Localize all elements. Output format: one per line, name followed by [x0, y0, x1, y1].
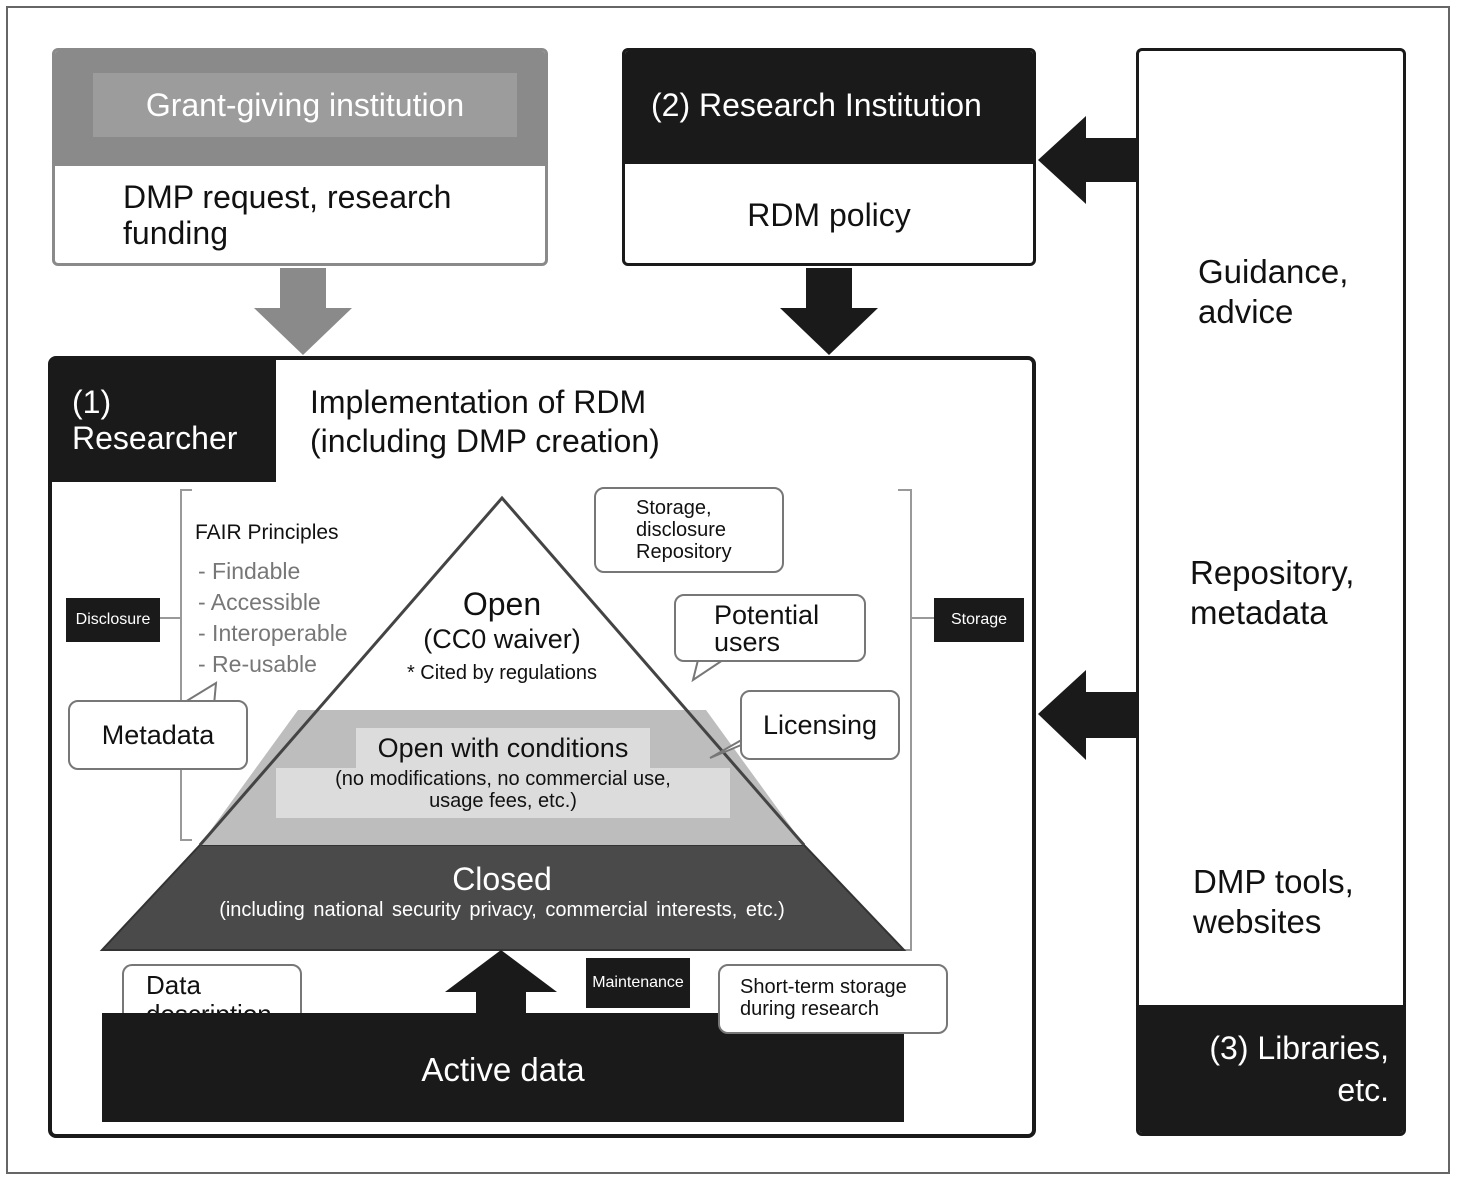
licensing-callout: Licensing: [740, 690, 900, 760]
libraries-title: (3) Libraries, etc.: [1209, 1030, 1389, 1108]
institution-box: (2) Research Institution RDM policy: [622, 48, 1036, 266]
potential-users-callout: Potential users: [674, 594, 866, 662]
institution-body: RDM policy: [747, 197, 911, 233]
monitor-icon: [1204, 724, 1336, 844]
metadata-label: Metadata: [101, 720, 215, 750]
short-term-label: Short-term storage during research: [740, 976, 907, 1020]
conditions-title: Open with conditions: [377, 733, 629, 763]
fair-item-findable: - Findable: [198, 558, 301, 584]
conditions-title-panel: [356, 728, 650, 768]
grant-box: Grant-giving institution DMP request, re…: [52, 48, 548, 266]
institution-down-arrow: [780, 268, 878, 355]
guidance-label: Guidance, advice: [1198, 253, 1349, 330]
closed-subtitle: (including national security privacy, co…: [219, 899, 785, 921]
outer-frame: [6, 6, 1450, 1174]
libraries-footer: (3) Libraries, etc.: [1139, 1005, 1403, 1133]
repository-label: Repository, metadata: [1190, 554, 1355, 631]
conditions-subtitle: (no modifications, no commercial use, us…: [335, 768, 671, 812]
grant-body: DMP request, research funding: [123, 179, 452, 251]
open-note: * Cited by regulations: [406, 662, 598, 684]
disclosure-tag: Disclosure: [66, 598, 160, 642]
researcher-tab: (1) Researcher: [52, 360, 276, 482]
open-title: Open: [462, 586, 542, 622]
researcher-heading: Implementation of RDM (including DMP cre…: [310, 384, 660, 459]
grant-down-arrow: [254, 268, 352, 355]
institution-title: (2) Research Institution: [651, 87, 982, 123]
open-subtitle: (CC0 waiver): [423, 624, 581, 654]
metadata-callout: Metadata: [68, 700, 248, 770]
grant-title-panel: Grant-giving institution: [93, 73, 517, 137]
active-data-up-arrow: [445, 950, 557, 1015]
libraries-to-institution-arrow: [1038, 116, 1136, 204]
fair-item-reusable: - Re-usable: [198, 651, 317, 677]
person-icon: [1202, 88, 1342, 228]
institution-header: (2) Research Institution: [625, 51, 1033, 164]
storage-repo-callout: Storage, disclosure Repository: [594, 487, 784, 573]
fair-title: FAIR Principles: [195, 521, 339, 544]
pyramid-open-section: [298, 498, 706, 710]
conditions-text-panel: [276, 768, 730, 818]
researcher-box: [48, 356, 1036, 1138]
short-term-callout: Short-term storage during research: [718, 964, 948, 1034]
grant-header: Grant-giving institution: [55, 51, 545, 166]
dmp-tools-label: DMP tools, websites: [1193, 863, 1354, 940]
potential-users-label: Potential users: [714, 600, 820, 657]
maintenance-tag: Maintenance: [586, 958, 690, 1008]
left-bracket: [180, 489, 192, 841]
licensing-label: Licensing: [762, 710, 878, 740]
fair-item-interoperable: - Interoperable: [198, 620, 348, 646]
active-data-label: Active data: [421, 1051, 585, 1088]
libraries-box: (3) Libraries, etc.: [1136, 48, 1406, 1136]
storage-repo-label: Storage, disclosure Repository: [636, 497, 732, 563]
researcher-tab-label: (1) Researcher: [72, 384, 238, 456]
maintenance-tag-label: Maintenance: [592, 974, 684, 991]
fair-list: - Findable - Accessible - Interoperable …: [198, 556, 348, 680]
closed-title: Closed: [452, 861, 552, 897]
libraries-to-researcher-arrow: [1038, 670, 1136, 760]
storage-tag: Storage: [934, 598, 1024, 642]
storage-tag-label: Storage: [950, 611, 1008, 628]
disclosure-tag-label: Disclosure: [75, 611, 151, 628]
database-icon: [1218, 418, 1326, 542]
fair-item-accessible: - Accessible: [198, 589, 321, 615]
grant-title: Grant-giving institution: [145, 87, 465, 123]
pyramid-outline: [198, 495, 806, 846]
